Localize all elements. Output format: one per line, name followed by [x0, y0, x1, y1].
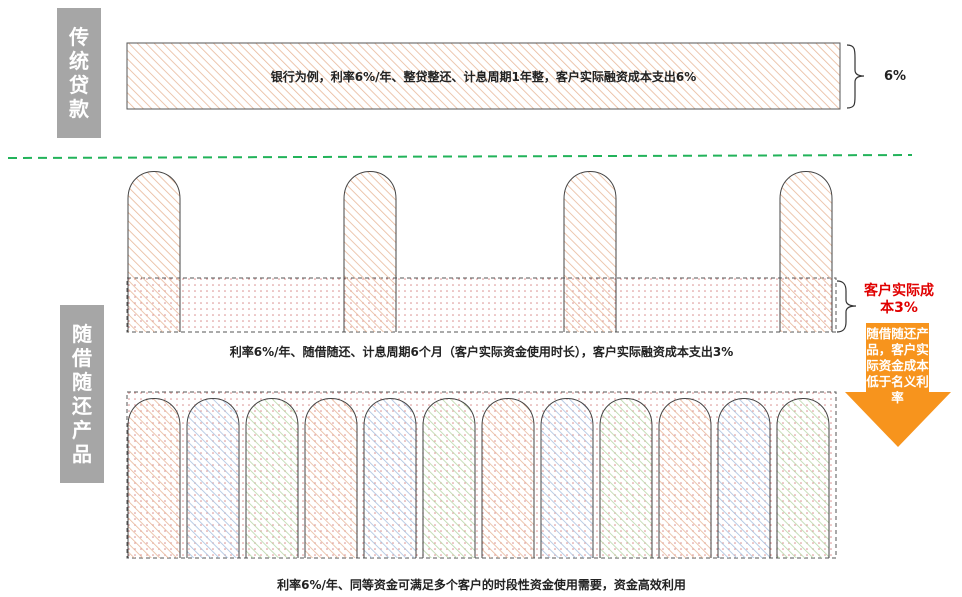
row2-usage-hump — [422, 398, 476, 558]
section-label-traditional-text: 传统贷款 — [69, 25, 89, 121]
row1-cost-brace — [836, 280, 857, 333]
row1-usage-hump — [127, 171, 181, 332]
row1-usage-hump — [779, 171, 833, 332]
row2-usage-hump — [776, 398, 830, 558]
row1-dotted-band — [126, 277, 837, 333]
row2-usage-hump — [717, 398, 771, 558]
section-divider — [7, 154, 913, 159]
row1-usage-hump — [563, 171, 617, 332]
row2-usage-hump — [599, 398, 653, 558]
cost-arrow — [845, 323, 951, 447]
row1-usage-hump — [343, 171, 397, 332]
row2-usage-hump — [127, 398, 181, 558]
row1-cost-label: 客户实际成本3% — [864, 283, 934, 316]
row2-usage-hump — [540, 398, 594, 558]
cost-arrow-text: 随借随还产品，客户实际资金成本低于名义利率 — [866, 326, 929, 405]
section-label-traditional: 传统贷款 — [57, 8, 101, 138]
traditional-cost-value: 6% — [884, 69, 907, 84]
traditional-loan-bar — [126, 42, 841, 110]
row2-usage-hump — [245, 398, 299, 558]
row2-usage-hump — [304, 398, 358, 558]
row1-caption: 利率6%/年、随借随还、计息周期6个月（客户实际资金使用时长），客户实际融资成本… — [229, 345, 734, 359]
section-label-flexible-text: 随借随还产品 — [72, 322, 92, 466]
row2-usage-hump — [186, 398, 240, 558]
row2-usage-hump — [658, 398, 712, 558]
section-label-flexible: 随借随还产品 — [60, 305, 104, 483]
row2-usage-hump — [481, 398, 535, 558]
row2-usage-hump — [363, 398, 417, 558]
row2-caption: 利率6%/年、同等资金可满足多个客户的时段性资金使用需要，资金高效利用 — [277, 578, 686, 592]
traditional-bar-text: 银行为例，利率6%/年、整贷整还、计息周期1年整，客户实际融资成本支出6% — [270, 70, 697, 84]
traditional-cost-brace — [846, 44, 865, 109]
